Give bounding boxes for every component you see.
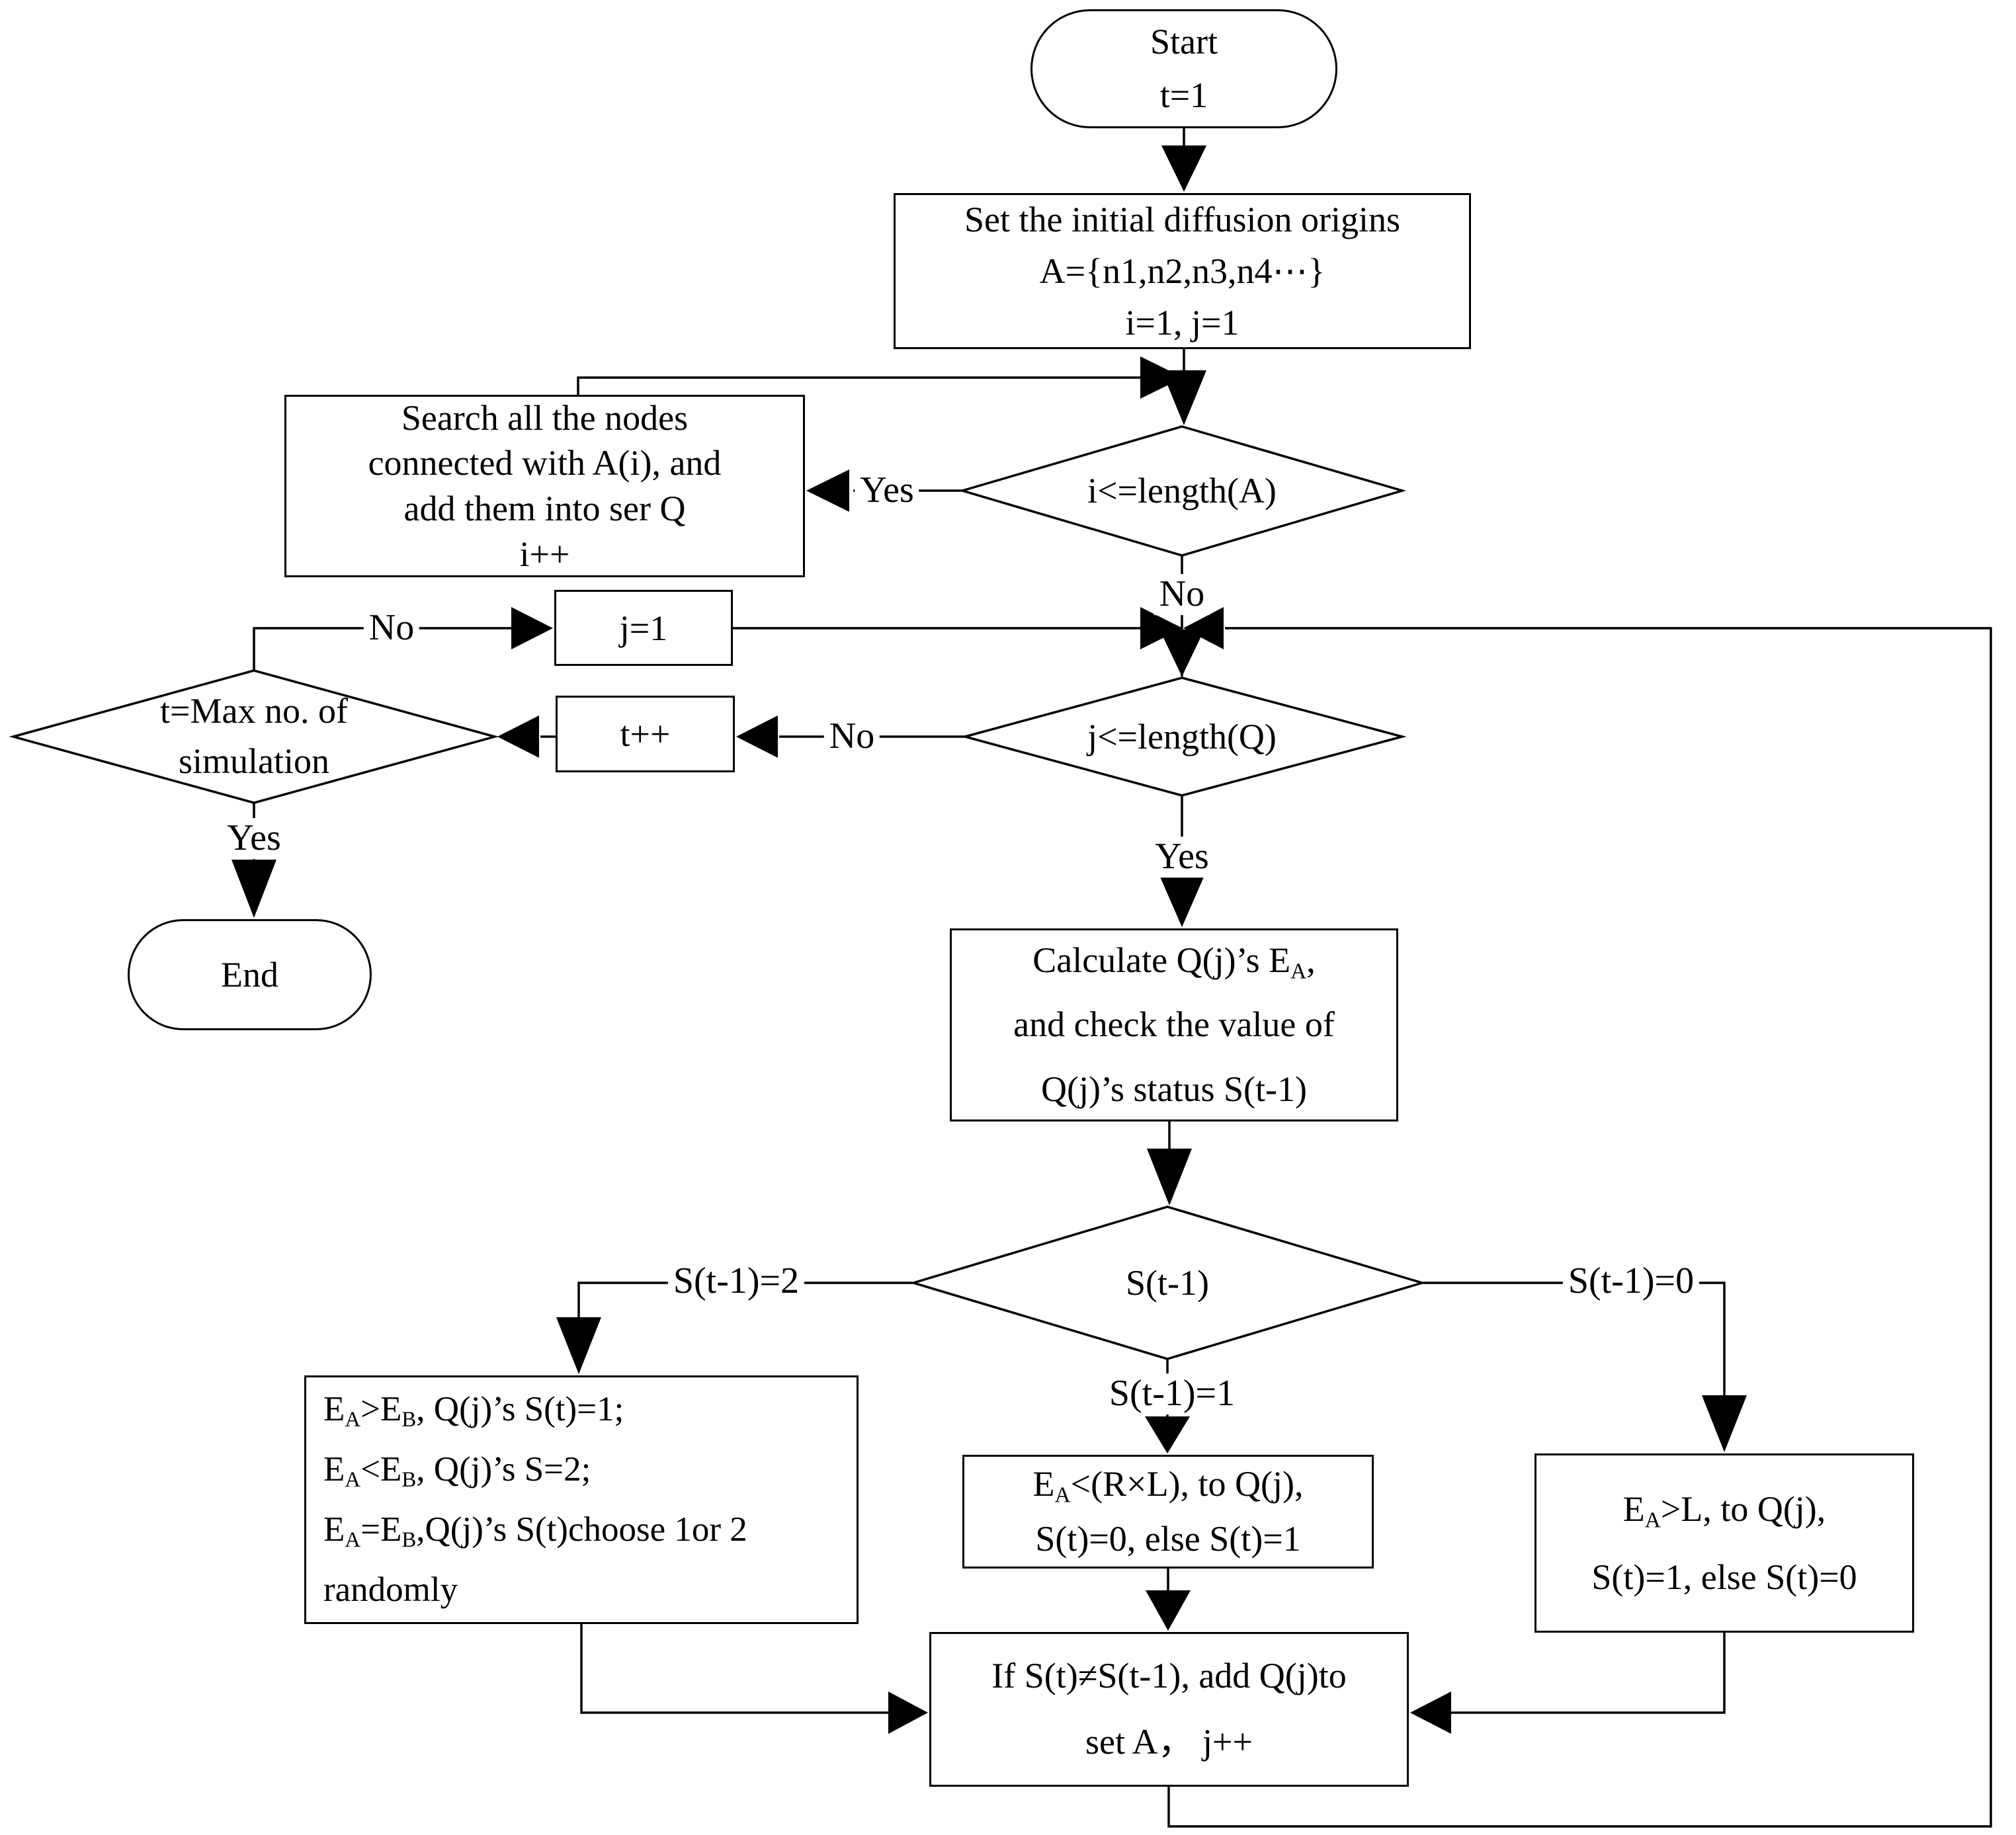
edge-s1box-to-update bbox=[1146, 1569, 1191, 1631]
edge-set-to-ilen bbox=[1161, 349, 1206, 425]
label-tmax-yes: Yes bbox=[222, 818, 286, 859]
edge-start-to-set bbox=[1161, 128, 1206, 192]
label-ilen-yes: Yes bbox=[855, 470, 919, 511]
edge-s2box-to-update bbox=[580, 1624, 928, 1734]
edge-s0box-to-update bbox=[1410, 1633, 1726, 1734]
status1-rule-process: EA<(R×L), to Q(j),S(t)=0, else S(t)=1 bbox=[962, 1455, 1374, 1569]
end-terminator: End bbox=[128, 919, 372, 1030]
label-tmax-no: No bbox=[363, 608, 420, 649]
status2-rules-process: EA>EB, Q(j)’s S(t)=1;EA<EB, Q(j)’s S=2;E… bbox=[304, 1375, 859, 1624]
label-jlen-yes: Yes bbox=[1150, 836, 1214, 877]
edge-search-loopback bbox=[577, 356, 1183, 399]
j-reset-process: j=1 bbox=[554, 590, 733, 666]
edge-calc-to-switch bbox=[1147, 1121, 1192, 1205]
label-ilen-no: No bbox=[1154, 574, 1210, 615]
edge-switch-s0 bbox=[1422, 1282, 1747, 1452]
label-branch-s2: S(t-1)=2 bbox=[667, 1261, 805, 1302]
decision-i-length-label: i<=length(A) bbox=[1087, 471, 1277, 510]
edge-tmax-no bbox=[253, 607, 553, 671]
edge-j1-to-junction bbox=[733, 607, 1183, 649]
t-increment-process: t++ bbox=[556, 696, 735, 772]
label-jlen-no: No bbox=[823, 716, 880, 757]
decision-status-label: S(t-1) bbox=[1126, 1263, 1209, 1303]
edge-tpp-to-tmax bbox=[497, 715, 556, 758]
decision-i-length-shape bbox=[958, 425, 1407, 557]
status0-rule-process: EA>L, to Q(j),S(t)=1, else S(t)=0 bbox=[1534, 1453, 1914, 1633]
label-branch-s1: S(t-1)=1 bbox=[1103, 1373, 1241, 1414]
label-branch-s0: S(t-1)=0 bbox=[1562, 1261, 1700, 1302]
decision-tmax-shape bbox=[9, 669, 499, 804]
calculate-ea-process: Calculate Q(j)’s EA,and check the value … bbox=[950, 928, 1398, 1121]
edge-feedback-loop bbox=[1167, 607, 1992, 1828]
decision-j-length-shape bbox=[960, 676, 1407, 797]
decision-status-shape bbox=[909, 1205, 1427, 1360]
decision-j-length-label: j<=length(Q) bbox=[1087, 717, 1277, 756]
